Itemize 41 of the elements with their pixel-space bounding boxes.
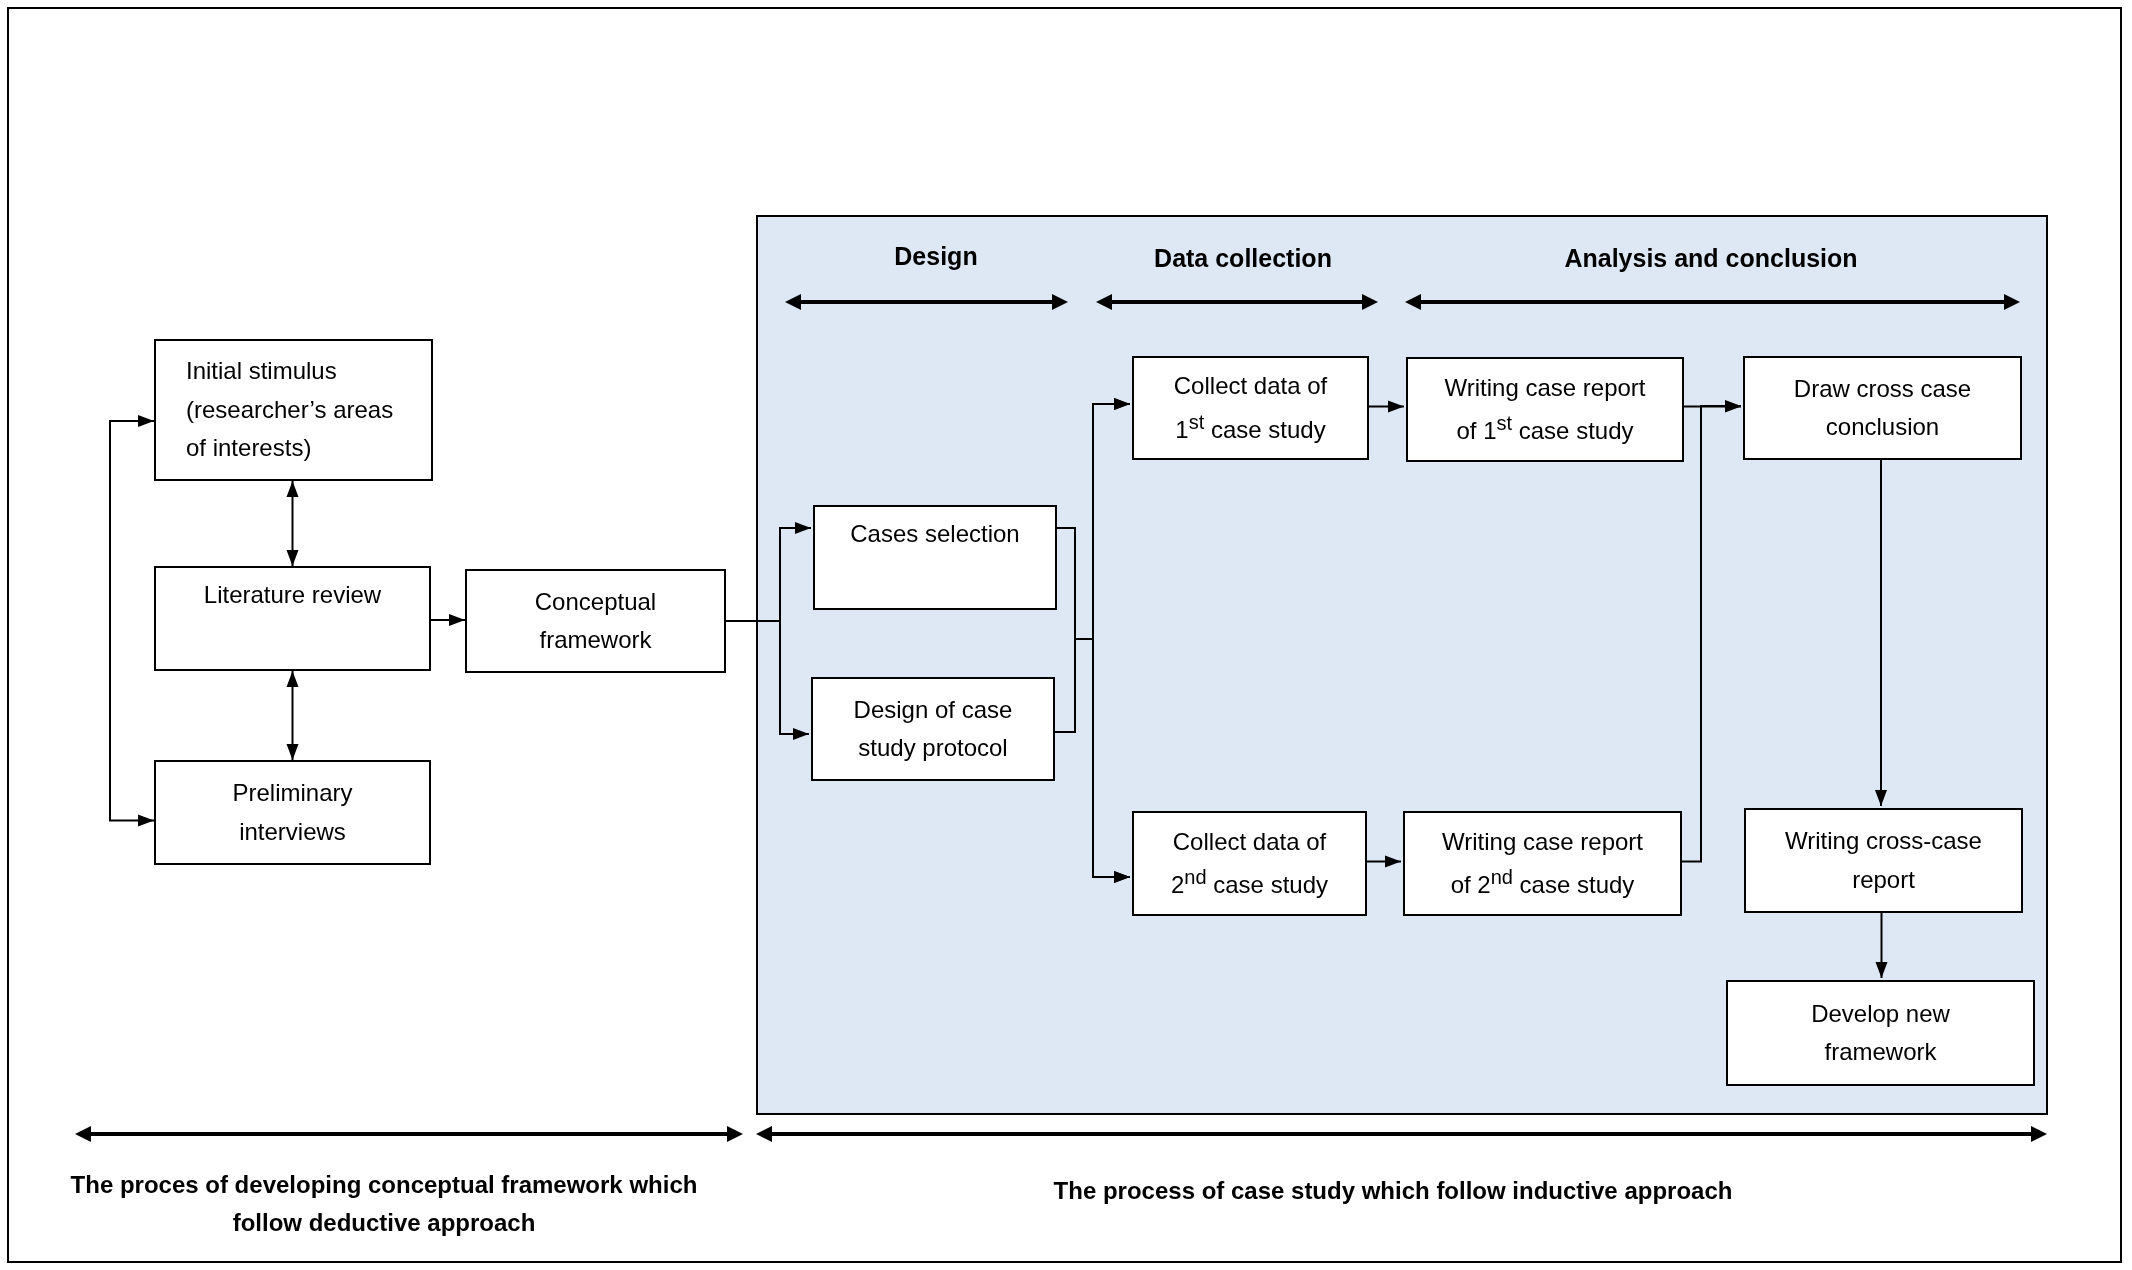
process-box [154,566,431,671]
process-box [813,505,1057,610]
box-text: Cases selection [849,519,1021,549]
arrow [1364,855,1402,868]
arrow [286,670,299,761]
box-text: Collect data of 2$^{nd}$ case study [1170,826,1329,900]
section-caption: The process of case study which follow inductive approach [1052,1176,1734,1206]
process-box [1743,356,2022,460]
box-text: Draw cross case conclusion [1792,373,1973,442]
process-box [1132,356,1369,460]
box-text: Initial stimulus (researcher’s areas of interests) [186,356,395,464]
box-text: Conceptual framework [533,586,658,655]
box-text: Preliminary interviews [231,778,354,847]
box-text: Writing case report of 2$^{nd}$ case study [1441,826,1644,900]
box-text: Develop new framework [1810,998,1951,1067]
panel-background [756,215,2048,1115]
process-box [1744,808,2023,913]
process-box [811,677,1055,781]
process-box [1403,811,1682,916]
process-box [1726,980,2035,1086]
phase-heading: Data collection [1153,243,1333,274]
arrow [286,480,299,567]
phase-heading: Analysis and conclusion [1563,243,1859,274]
phase-heading: Design [893,241,979,272]
box-text: Literature review [202,580,383,610]
arrow [1679,400,1742,863]
process-box [465,569,726,673]
arrow [1875,910,1888,979]
process-box [154,339,433,481]
box-text: Design of case study protocol [852,694,1014,763]
box-text: Collect data of 1$^{st}$ case study [1172,371,1329,445]
arrow [109,415,155,827]
arrow [1366,400,1405,413]
process-box [154,760,431,865]
arrow [430,614,466,626]
process-box [1132,811,1367,916]
arrow [1875,457,1887,807]
section-caption: The proces of developing conceptual framework which follow deductive approach [69,1170,699,1239]
process-box [1406,357,1684,462]
box-text: Writing cross-case report [1784,826,1983,895]
box-text: Writing case report of 1$^{st}$ case study [1443,372,1647,446]
